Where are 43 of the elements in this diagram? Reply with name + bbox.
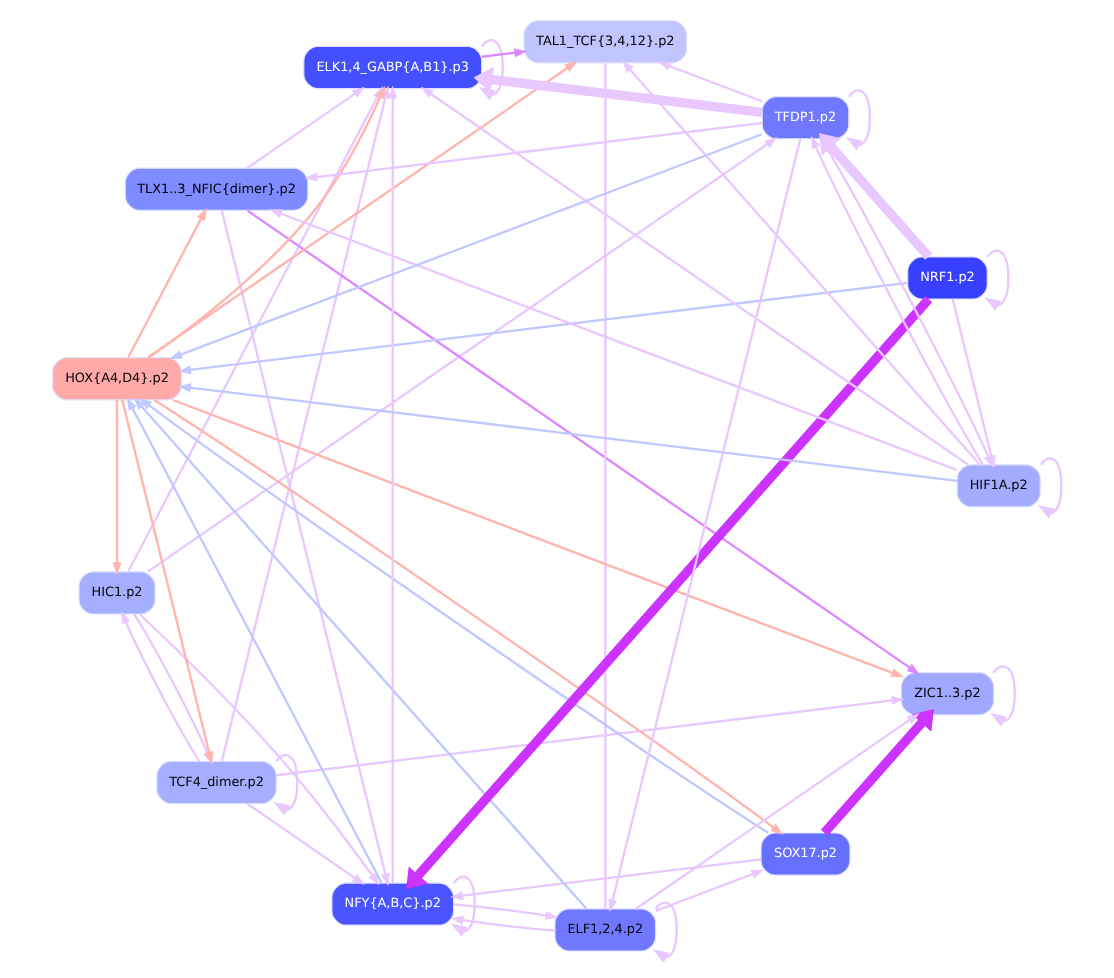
arrow [453,903,559,920]
arrow [220,210,390,887]
arrow [450,858,762,901]
arrow [177,383,958,482]
arrow [657,61,763,103]
arrow [621,60,981,466]
arrow [127,207,207,358]
arrow [990,665,1016,727]
arrow [112,400,122,576]
arrow [450,915,555,932]
arrow [139,613,380,886]
arrow [450,875,476,937]
arrow [276,696,905,777]
arrow [178,281,908,375]
arrow [608,138,802,913]
arrow [273,754,299,816]
arrow [420,86,969,466]
arrow [388,85,398,884]
arrow [246,802,365,885]
arrow [473,66,763,118]
arrow [172,398,905,678]
arrow [147,136,778,573]
arrow [984,249,1010,311]
arrow [246,86,365,169]
arrow [478,39,504,101]
arrow [819,132,933,260]
arrow [146,60,578,359]
arrow [820,709,934,836]
arrow [126,397,383,884]
arrow [169,133,763,359]
arrow [269,209,958,471]
arrow [304,121,763,182]
arrow [481,48,528,58]
arrow [121,610,201,763]
arrow [652,901,678,962]
arrow [635,712,920,910]
connector [604,62,607,909]
arrow [246,209,920,675]
arrow [406,296,933,890]
arrow [1037,457,1063,519]
arrow [845,89,871,151]
arrow [133,397,588,910]
arrow [655,869,765,912]
